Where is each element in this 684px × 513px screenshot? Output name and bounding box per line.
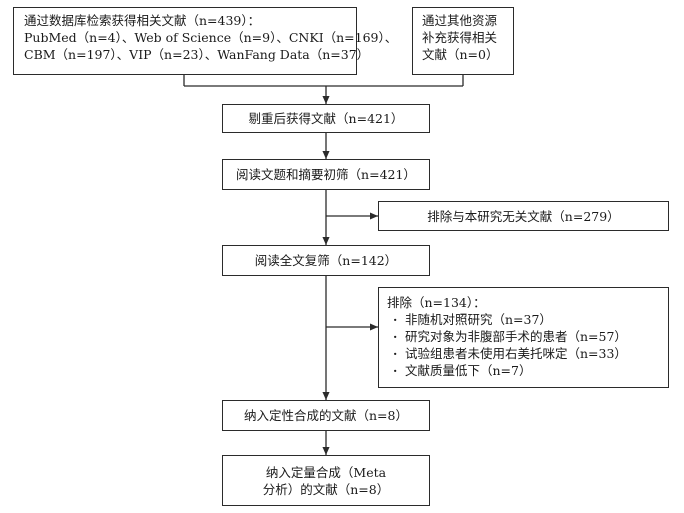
other-sources-line-1: 通过其他资源 xyxy=(422,13,498,28)
excluded-fulltext-box: 排除（n=134）： 非随机对照研究（n=37） 研究对象为非腹部手术的患者（n… xyxy=(378,287,669,388)
database-search-line-1: 通过数据库检索获得相关文献（n=439）： xyxy=(24,13,261,28)
qualitative-synthesis-text: 纳入定性合成的文献（n=8） xyxy=(244,408,408,423)
fulltext-screening-box: 阅读全文复筛（n=142） xyxy=(222,245,430,276)
other-sources-line-3: 文献（n=0） xyxy=(422,47,499,62)
database-search-line-2: PubMed（n=4）、Web of Science（n=9）、CNKI（n=1… xyxy=(24,30,398,45)
excluded-fulltext-title: 排除（n=134）： xyxy=(387,295,486,310)
exclusion-reason-item: 研究对象为非腹部手术的患者（n=57） xyxy=(387,328,668,345)
excluded-irrelevant-text: 排除与本研究无关文献（n=279） xyxy=(427,208,620,224)
fulltext-screening-text: 阅读全文复筛（n=142） xyxy=(254,253,398,268)
exclusion-reason-list: 非随机对照研究（n=37） 研究对象为非腹部手术的患者（n=57） 试验组患者未… xyxy=(387,311,668,379)
qualitative-synthesis-box: 纳入定性合成的文献（n=8） xyxy=(222,400,430,431)
quantitative-synthesis-line-1: 纳入定量合成（Meta xyxy=(265,464,387,480)
other-sources-box: 通过其他资源 补充获得相关 文献（n=0） xyxy=(412,7,514,75)
exclusion-reason-item: 非随机对照研究（n=37） xyxy=(387,311,668,328)
database-search-box: 通过数据库检索获得相关文献（n=439）： PubMed（n=4）、Web of… xyxy=(13,7,398,75)
dedup-box: 剔重后获得文献（n=421） xyxy=(222,104,430,133)
database-search-line-3: CBM（n=197）、VIP（n=23）、WanFang Data（n=37） xyxy=(24,47,370,62)
other-sources-line-2: 补充获得相关 xyxy=(422,30,498,45)
quantitative-synthesis-line-2: 分析）的文献（n=8） xyxy=(262,481,390,497)
quantitative-synthesis-box: 纳入定量合成（Meta 分析）的文献（n=8） xyxy=(222,455,430,506)
dedup-text: 剔重后获得文献（n=421） xyxy=(248,111,404,126)
title-abstract-screening-box: 阅读文题和摘要初筛（n=421） xyxy=(222,159,430,190)
exclusion-reason-item: 试验组患者未使用右美托咪定（n=33） xyxy=(387,345,668,362)
title-abstract-screening-text: 阅读文题和摘要初筛（n=421） xyxy=(236,167,416,182)
excluded-irrelevant-box: 排除与本研究无关文献（n=279） xyxy=(378,201,669,231)
exclusion-reason-item: 文献质量低下（n=7） xyxy=(387,362,668,379)
